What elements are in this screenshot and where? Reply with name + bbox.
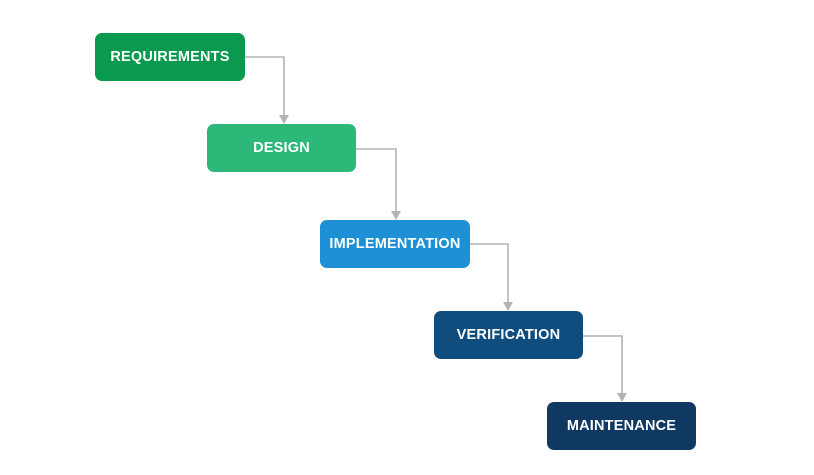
arrowhead-icon — [279, 115, 289, 124]
connector-verification-to-maintenance — [583, 335, 627, 402]
stage-implementation: IMPLEMENTATION — [320, 220, 470, 268]
stage-maintenance: MAINTENANCE — [547, 402, 696, 450]
stage-design: DESIGN — [207, 124, 356, 172]
arrowhead-icon — [617, 393, 627, 402]
arrowhead-icon — [391, 211, 401, 220]
stage-verification: VERIFICATION — [434, 311, 583, 359]
arrowhead-icon — [503, 302, 513, 311]
stage-requirements: REQUIREMENTS — [95, 33, 245, 81]
connector-requirements-to-design — [245, 56, 289, 124]
connector-design-to-implementation — [356, 148, 401, 220]
connector-implementation-to-verification — [470, 243, 513, 311]
